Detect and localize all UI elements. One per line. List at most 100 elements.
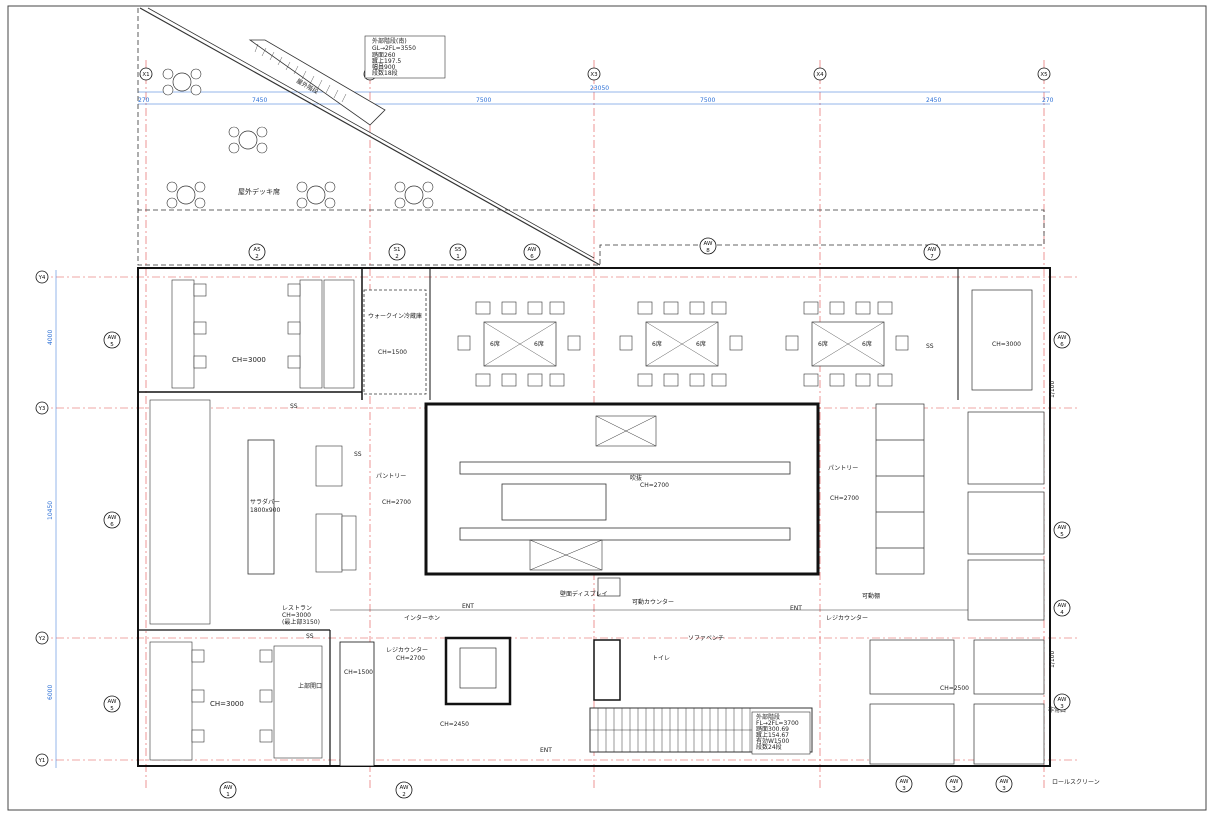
svg-text:AW: AW — [704, 241, 713, 247]
note1-l2: GL→2FL=3550 — [372, 45, 416, 52]
pantry-1-ch: CH=2700 — [382, 499, 411, 506]
salad-bar — [247, 439, 275, 575]
wc-label: トイレ — [652, 655, 670, 662]
dim-3: 7500 — [700, 97, 715, 104]
kids-ch: CH=2450 — [440, 721, 469, 728]
svg-text:3: 3 — [952, 786, 956, 792]
dim-1: 7450 — [252, 97, 267, 104]
svg-text:3: 3 — [1060, 704, 1064, 710]
ent-2: ENT — [790, 605, 802, 612]
svg-text:1: 1 — [456, 254, 460, 260]
grid-y3: Y3 — [38, 406, 46, 412]
tags-left: AW5 AW6 AW5 — [103, 331, 121, 713]
outdoor-deck — [137, 7, 1045, 266]
grid-x1: X1 — [142, 72, 149, 78]
svg-text:AW: AW — [1000, 779, 1009, 785]
register-1-ch: CH=2700 — [396, 655, 425, 662]
svg-text:AW: AW — [928, 247, 937, 253]
restaurant-sub: (最上部3150) — [282, 618, 320, 626]
svg-text:AW: AW — [224, 785, 233, 791]
grid-heads-top: X1 X2 X3 X4 X5 — [139, 67, 1051, 81]
restaurant-ch: CH=3000 — [282, 612, 311, 619]
svg-text:S5: S5 — [455, 247, 462, 253]
grid-x3: X3 — [590, 72, 598, 78]
ss-label-1: SS — [926, 343, 934, 350]
restaurant-label: レストラン — [282, 605, 312, 612]
svg-text:6: 6 — [110, 522, 114, 528]
ch-left-top: CH=3000 — [232, 356, 266, 364]
wall-display: 壁面ディスプレイ — [560, 590, 608, 598]
svg-text:5: 5 — [1060, 532, 1064, 538]
dim-e2: 270 — [1042, 97, 1054, 104]
ss-label-3: SS — [354, 451, 362, 458]
deck-tables — [162, 68, 434, 209]
grid-y4: Y4 — [38, 275, 46, 281]
sheet-border — [7, 5, 1207, 811]
dim-4: 2450 — [926, 97, 941, 104]
table3-seats-b: 6席 — [862, 340, 872, 348]
dim-left-2: 10450 — [47, 501, 54, 520]
grid-y1: Y1 — [38, 758, 46, 764]
table2-seats: 6席 — [652, 340, 662, 348]
svg-text:AW: AW — [1058, 603, 1067, 609]
movable-counter: 可動カウンター — [632, 598, 674, 606]
svg-text:7: 7 — [930, 254, 934, 260]
table3-seats: 6席 — [818, 340, 828, 348]
pantry-1: パントリー — [376, 473, 406, 480]
svg-text:AW: AW — [1058, 697, 1067, 703]
building-walls — [137, 267, 1051, 767]
bench-label: ソファベンチ — [688, 635, 724, 642]
deck-label: 屋外デッキ席 — [238, 187, 280, 196]
svg-text:4: 4 — [1060, 610, 1064, 616]
svg-text:5: 5 — [110, 342, 114, 348]
dining-top — [457, 301, 909, 387]
ch-right-top: CH=3000 — [992, 341, 1021, 348]
note1-l5: 幅員900 — [372, 63, 396, 71]
svg-text:AW: AW — [900, 779, 909, 785]
register-2: レジカウンター — [826, 614, 868, 622]
svg-text:AW: AW — [950, 779, 959, 785]
svg-text:AW: AW — [108, 515, 117, 521]
grid-heads-left: Y4 Y3 Y2 Y1 — [35, 270, 49, 767]
svg-text:5: 5 — [110, 706, 114, 712]
grid-x4: X4 — [816, 72, 824, 78]
right-ch2500: CH=2500 — [940, 685, 969, 692]
svg-text:6: 6 — [1060, 342, 1064, 348]
ent-1: ENT — [462, 603, 474, 610]
fridge-ch: CH=1500 — [378, 349, 407, 356]
svg-text:AW: AW — [108, 335, 117, 341]
kids-room: CH=1500 — [344, 669, 373, 676]
table1-seats: 6席 — [490, 340, 500, 348]
stair-note-box-bottom: 外部階段 FL→2FL=3700 踏面300.69 蹴上154.67 有効W15… — [751, 711, 811, 755]
svg-text:AW: AW — [108, 699, 117, 705]
stair-note-box-top: 外部階段(南) GL→2FL=3550 踏面260 蹴上197.5 幅員900 … — [364, 35, 446, 79]
grid-y2: Y2 — [38, 636, 46, 642]
note2-l3: 踏面300.69 — [756, 725, 789, 733]
dim-left-1: 4000 — [47, 330, 54, 345]
svg-text:AW: AW — [400, 785, 409, 791]
shelf-label: 可動棚 — [862, 592, 880, 600]
register-1: レジカウンター — [386, 646, 428, 654]
ss-label-2: SS — [290, 403, 298, 410]
svg-text:2: 2 — [395, 254, 399, 260]
note2-l6: 段数24段 — [756, 743, 782, 751]
booths-mid — [315, 445, 357, 573]
tags-right: AW6 AW5 AW4 AW3 — [1053, 331, 1071, 711]
dim-e1: 270 — [138, 97, 150, 104]
salad-bar-label: サラダバー — [250, 498, 280, 506]
note2-l5: 有効W1500 — [756, 737, 789, 745]
note1-l6: 段数18段 — [372, 69, 398, 77]
svg-text:AW: AW — [1058, 335, 1067, 341]
dim-2: 7500 — [476, 97, 491, 104]
table1-seats-b: 6席 — [534, 340, 544, 348]
note1-l4: 蹴上197.5 — [372, 57, 401, 65]
right-rooms — [869, 289, 1045, 765]
tags-bottom: AW1 AW2 AW3 AW3 AW3 — [219, 775, 1013, 799]
left-booths-top — [149, 279, 355, 625]
kitchen-hood-label: 吹抜 — [630, 474, 642, 482]
svg-text:AW: AW — [528, 247, 537, 253]
fridge-label: ウォークイン冷蔵庫 — [368, 312, 422, 320]
svg-text:2: 2 — [402, 792, 406, 798]
emergency-label: 非常口 — [1048, 706, 1066, 714]
note1-l3: 踏面260 — [372, 51, 396, 59]
